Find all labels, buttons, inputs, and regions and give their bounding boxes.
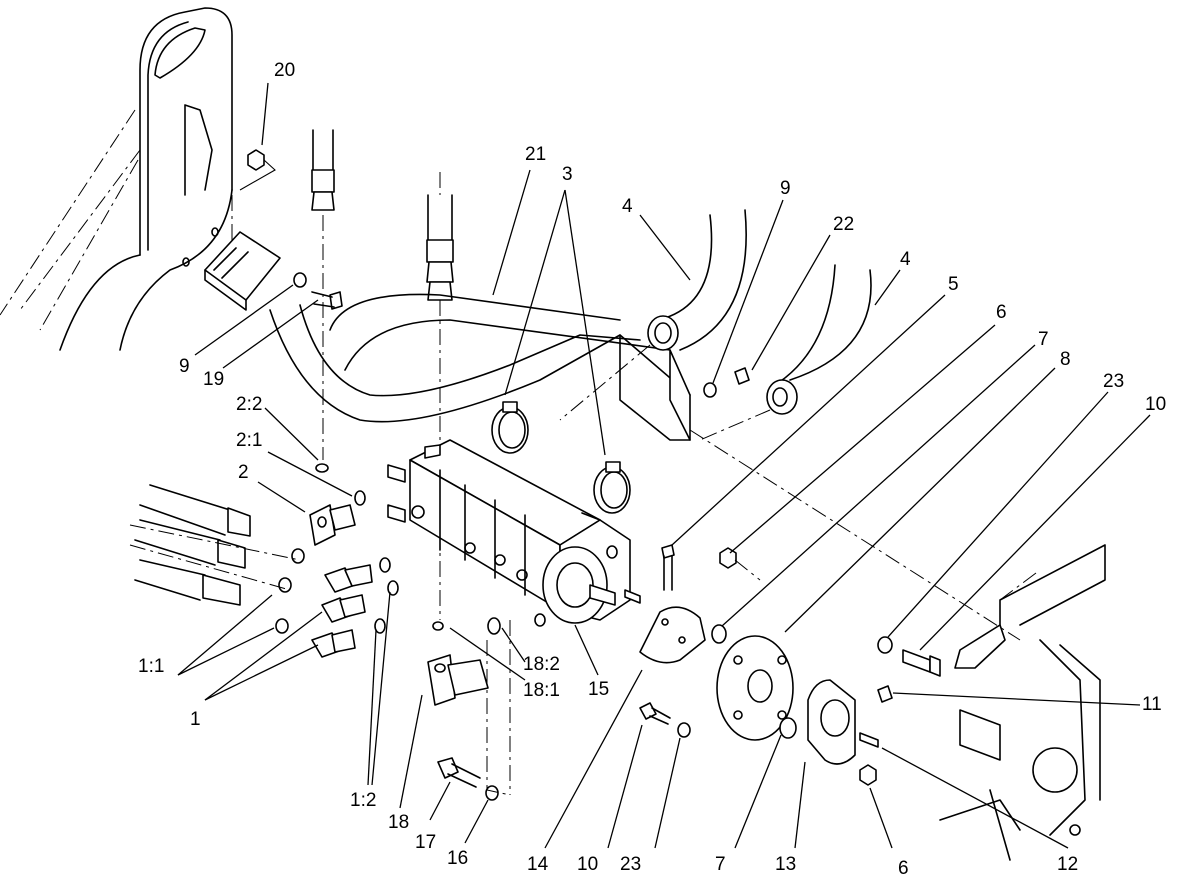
return-hose-left bbox=[559, 209, 747, 421]
callout-19: 19 bbox=[203, 369, 224, 390]
callout-2: 2 bbox=[238, 462, 249, 483]
frame-bracket bbox=[0, 7, 233, 351]
flange-14 bbox=[639, 606, 706, 664]
callout-4: 4 bbox=[900, 249, 911, 270]
callout-1: 1 bbox=[190, 709, 201, 730]
shaft-key bbox=[624, 589, 641, 604]
callout-10: 10 bbox=[577, 854, 598, 875]
callout-1-1: 1:1 bbox=[138, 656, 164, 677]
nut-6-upper bbox=[719, 547, 761, 581]
nut-6-lower bbox=[859, 764, 877, 786]
callout-23: 23 bbox=[620, 854, 641, 875]
pressure-hoses bbox=[129, 484, 301, 606]
mount-plate bbox=[204, 231, 281, 311]
engine-mount bbox=[939, 544, 1106, 861]
vertical-hose-center bbox=[426, 172, 454, 620]
callout-22: 22 bbox=[833, 214, 854, 235]
callout-21: 21 bbox=[525, 144, 546, 165]
bolt-22 bbox=[734, 367, 750, 385]
bolt-5 bbox=[661, 544, 675, 591]
callout-15: 15 bbox=[588, 679, 609, 700]
vertical-hose-left bbox=[311, 129, 335, 460]
nut-7-upper bbox=[711, 624, 727, 644]
hub-13 bbox=[807, 679, 856, 765]
fitting-18 bbox=[427, 654, 489, 706]
callout-6: 6 bbox=[996, 302, 1007, 323]
callout-18-2: 18:2 bbox=[523, 654, 560, 675]
callout-7: 7 bbox=[715, 854, 726, 875]
washer-9-right bbox=[703, 382, 717, 398]
bolt-10-upper bbox=[877, 636, 941, 677]
frame-tube bbox=[269, 293, 1021, 641]
callout-7: 7 bbox=[1038, 329, 1049, 350]
key-12 bbox=[859, 732, 879, 748]
o-rings bbox=[275, 463, 501, 801]
callout-9: 9 bbox=[780, 178, 791, 199]
callout-6: 6 bbox=[898, 858, 909, 879]
callout-labels: 20 21 3 9 4 22 4 5 6 7 8 23 10 9 19 2:2 … bbox=[138, 60, 1166, 879]
callout-18: 18 bbox=[388, 812, 409, 833]
leader-lines bbox=[177, 82, 1151, 849]
return-hose-right bbox=[699, 264, 872, 441]
callout-2-1: 2:1 bbox=[236, 430, 262, 451]
callout-3: 3 bbox=[562, 164, 573, 185]
bolt-11 bbox=[877, 685, 893, 703]
coupler-disc-8 bbox=[716, 635, 794, 741]
hydraulic-pump bbox=[387, 439, 631, 627]
hose-clamp-upper bbox=[491, 401, 529, 454]
washer-7-lower bbox=[779, 717, 797, 739]
hose-clamp-lower bbox=[593, 461, 631, 514]
callout-13: 13 bbox=[775, 854, 796, 875]
callout-16: 16 bbox=[447, 848, 468, 869]
callout-5: 5 bbox=[948, 274, 959, 295]
callout-2-2: 2:2 bbox=[236, 394, 262, 415]
callout-10: 10 bbox=[1145, 394, 1166, 415]
washer-23-lower bbox=[677, 722, 691, 738]
callout-18-1: 18:1 bbox=[523, 680, 560, 701]
callout-12: 12 bbox=[1057, 854, 1078, 875]
callout-4: 4 bbox=[622, 196, 633, 217]
washer-9-left bbox=[293, 272, 307, 288]
elbow-fittings-1 bbox=[311, 564, 373, 658]
callout-20: 20 bbox=[274, 60, 295, 81]
bolt-10-lower bbox=[639, 702, 671, 725]
bolt-17 bbox=[437, 757, 481, 788]
callout-14: 14 bbox=[527, 854, 549, 875]
elbow-fitting-2 bbox=[309, 504, 356, 546]
nut-20 bbox=[239, 149, 276, 191]
callout-11: 11 bbox=[1142, 694, 1162, 715]
callout-1-2: 1:2 bbox=[350, 790, 376, 811]
callout-17: 17 bbox=[415, 832, 436, 853]
callout-23: 23 bbox=[1103, 371, 1124, 392]
callout-8: 8 bbox=[1060, 349, 1071, 370]
callout-9: 9 bbox=[179, 356, 190, 377]
bolt-19 bbox=[311, 291, 343, 310]
